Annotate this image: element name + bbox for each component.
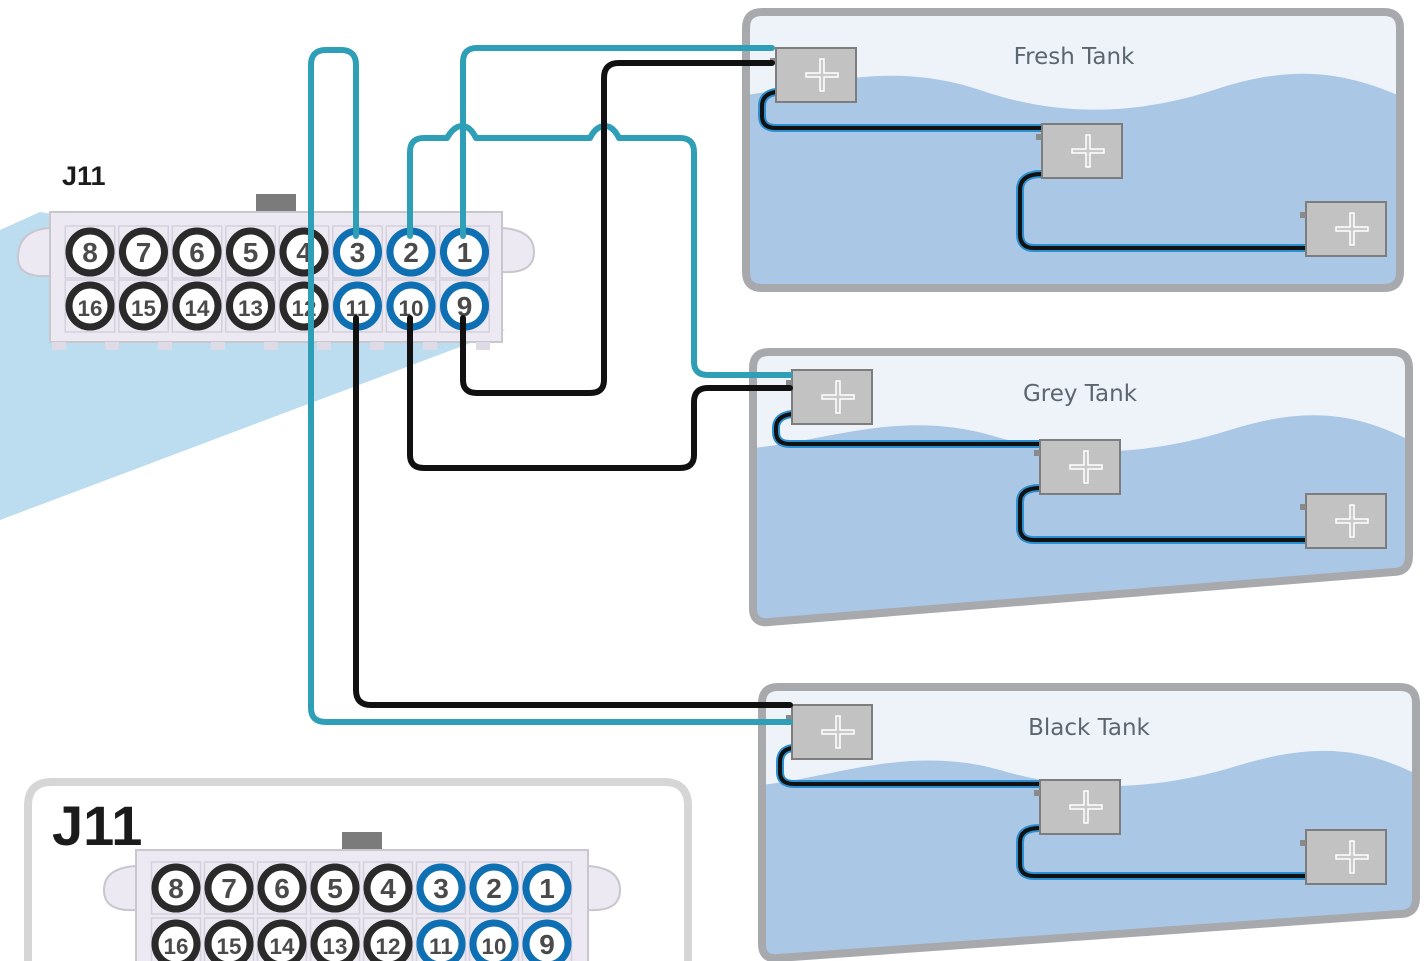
float-sensor bbox=[1300, 201, 1387, 257]
float-sensor bbox=[786, 704, 873, 760]
pin-pin-6: 6 bbox=[172, 227, 222, 277]
pin-pin-label: 5 bbox=[243, 237, 259, 268]
float-sensor bbox=[1034, 779, 1121, 835]
inset-pin-pin-16: 16 bbox=[151, 919, 201, 961]
wire-pin10-ground bbox=[407, 315, 793, 471]
pin-pin-label: 8 bbox=[82, 237, 98, 268]
pin-pin-12: 12 bbox=[279, 281, 329, 331]
inset-pin-pin-label: 11 bbox=[429, 934, 453, 959]
tank-sensors bbox=[770, 47, 1387, 885]
sensor-plus-icon bbox=[1335, 212, 1369, 246]
inset-pin-pin-14: 14 bbox=[257, 919, 307, 961]
pin-pin-label: 2 bbox=[403, 237, 419, 268]
chain-wire-core bbox=[760, 90, 1306, 250]
wire-harness bbox=[308, 45, 793, 725]
inset-pin-pin-label: 6 bbox=[274, 873, 290, 904]
pin-pin-label: 13 bbox=[238, 296, 263, 321]
inset-pin-pin-label: 8 bbox=[168, 873, 184, 904]
float-sensor bbox=[786, 369, 873, 425]
float-sensor bbox=[1300, 493, 1387, 549]
pin-pin-label: 3 bbox=[350, 237, 366, 268]
chain-wire-core bbox=[778, 746, 1306, 878]
sensor-plus-icon bbox=[821, 715, 855, 749]
inset-pin-pin-10: 10 bbox=[469, 919, 519, 961]
connector-label: J11 bbox=[62, 161, 106, 191]
pin-pin-label: 16 bbox=[78, 296, 103, 321]
inset-pin-pin-2: 2 bbox=[469, 863, 519, 913]
sensor-plus-icon bbox=[805, 58, 839, 92]
inset-pin-pin-label: 10 bbox=[482, 934, 507, 959]
inset-pin-pin-11: 11 bbox=[416, 919, 466, 961]
pin-pin-3: 3 bbox=[333, 227, 382, 277]
wire-pin3-signal bbox=[308, 47, 793, 725]
inset-pin-pin-label: 13 bbox=[323, 934, 348, 959]
inset-connector-latch bbox=[342, 832, 382, 852]
inset-pin-pin-label: 3 bbox=[433, 873, 449, 904]
inset-pin-pin-1: 1 bbox=[522, 863, 572, 913]
pin-pin-5: 5 bbox=[226, 227, 275, 277]
float-sensor bbox=[1034, 439, 1121, 495]
inset-connector-label: J11 bbox=[52, 794, 142, 857]
inset-pin-pin-6: 6 bbox=[257, 863, 307, 913]
inset-pin-pin-label: 15 bbox=[217, 934, 242, 959]
float-sensor bbox=[770, 47, 857, 103]
pin-pin-7: 7 bbox=[119, 227, 168, 277]
inset-pin-pin-3: 3 bbox=[416, 863, 466, 913]
pin-pin-16: 16 bbox=[65, 281, 115, 331]
wire-pin9-ground bbox=[460, 60, 775, 396]
inset-pin-pin-label: 4 bbox=[380, 873, 396, 904]
pin-pin-8: 8 bbox=[65, 227, 115, 277]
pin-pin-label: 7 bbox=[136, 237, 152, 268]
sensor-plus-icon bbox=[1335, 504, 1369, 538]
pin-pin-label: 15 bbox=[131, 296, 156, 321]
inset-pin-pin-8: 8 bbox=[151, 863, 201, 913]
float-sensor bbox=[1036, 123, 1123, 179]
sensor-plus-icon bbox=[1335, 840, 1369, 874]
pin-pin-label: 14 bbox=[185, 296, 210, 321]
pin-pin-15: 15 bbox=[119, 281, 168, 331]
pin-pin-14: 14 bbox=[172, 281, 222, 331]
wire-pin1-signal bbox=[460, 45, 775, 239]
black-tank-label: Black Tank bbox=[1028, 715, 1150, 741]
fresh-tank: Fresh Tank bbox=[742, 8, 1404, 292]
pin-pin-label: 6 bbox=[189, 237, 205, 268]
inset-pin-pin-label: 9 bbox=[539, 929, 555, 960]
sensor-plus-icon bbox=[1069, 450, 1103, 484]
j11-inset-panel: J11 8 7 6 5 4 3 2 1 16 15 14 13 12 11 10 9 bbox=[24, 778, 692, 961]
inset-pin-pin-4: 4 bbox=[363, 863, 413, 913]
pin-pin-label: 11 bbox=[346, 296, 370, 321]
sensor-plus-icon bbox=[1071, 134, 1105, 168]
fresh-tank-label: Fresh Tank bbox=[1014, 44, 1135, 70]
inset-pin-pin-7: 7 bbox=[204, 863, 254, 913]
sensor-plus-icon bbox=[1069, 790, 1103, 824]
sensor-chain-wires bbox=[758, 88, 1306, 880]
pin-pin-label: 9 bbox=[457, 291, 473, 322]
inset-pin-pin-label: 5 bbox=[327, 873, 343, 904]
inset-pin-pin-label: 14 bbox=[270, 934, 295, 959]
inset-pin-pin-15: 15 bbox=[204, 919, 254, 961]
pin-pin-label: 1 bbox=[457, 237, 473, 268]
inset-pin-pin-13: 13 bbox=[310, 919, 360, 961]
inset-pin-pin-label: 1 bbox=[539, 873, 555, 904]
float-sensor bbox=[1300, 829, 1387, 885]
inset-pin-pin-label: 2 bbox=[486, 873, 502, 904]
inset-connector-pins: 8 7 6 5 4 3 2 1 16 15 14 13 12 11 10 9 bbox=[151, 863, 572, 961]
wire-pin2-signal bbox=[407, 123, 793, 378]
wire-pin11-ground bbox=[353, 315, 793, 708]
inset-pin-pin-12: 12 bbox=[363, 919, 413, 961]
pin-pin-13: 13 bbox=[226, 281, 275, 331]
inset-pin-pin-9: 9 bbox=[522, 919, 572, 961]
inset-pin-pin-label: 12 bbox=[376, 934, 401, 959]
pin-pin-4: 4 bbox=[279, 227, 329, 277]
inset-pin-pin-5: 5 bbox=[310, 863, 360, 913]
sensor-plus-icon bbox=[821, 380, 855, 414]
inset-pin-pin-label: 7 bbox=[221, 873, 237, 904]
chain-wire-core bbox=[774, 412, 1306, 542]
connector-latch bbox=[256, 194, 296, 214]
grey-tank-label: Grey Tank bbox=[1023, 381, 1138, 407]
inset-pin-pin-label: 16 bbox=[164, 934, 189, 959]
